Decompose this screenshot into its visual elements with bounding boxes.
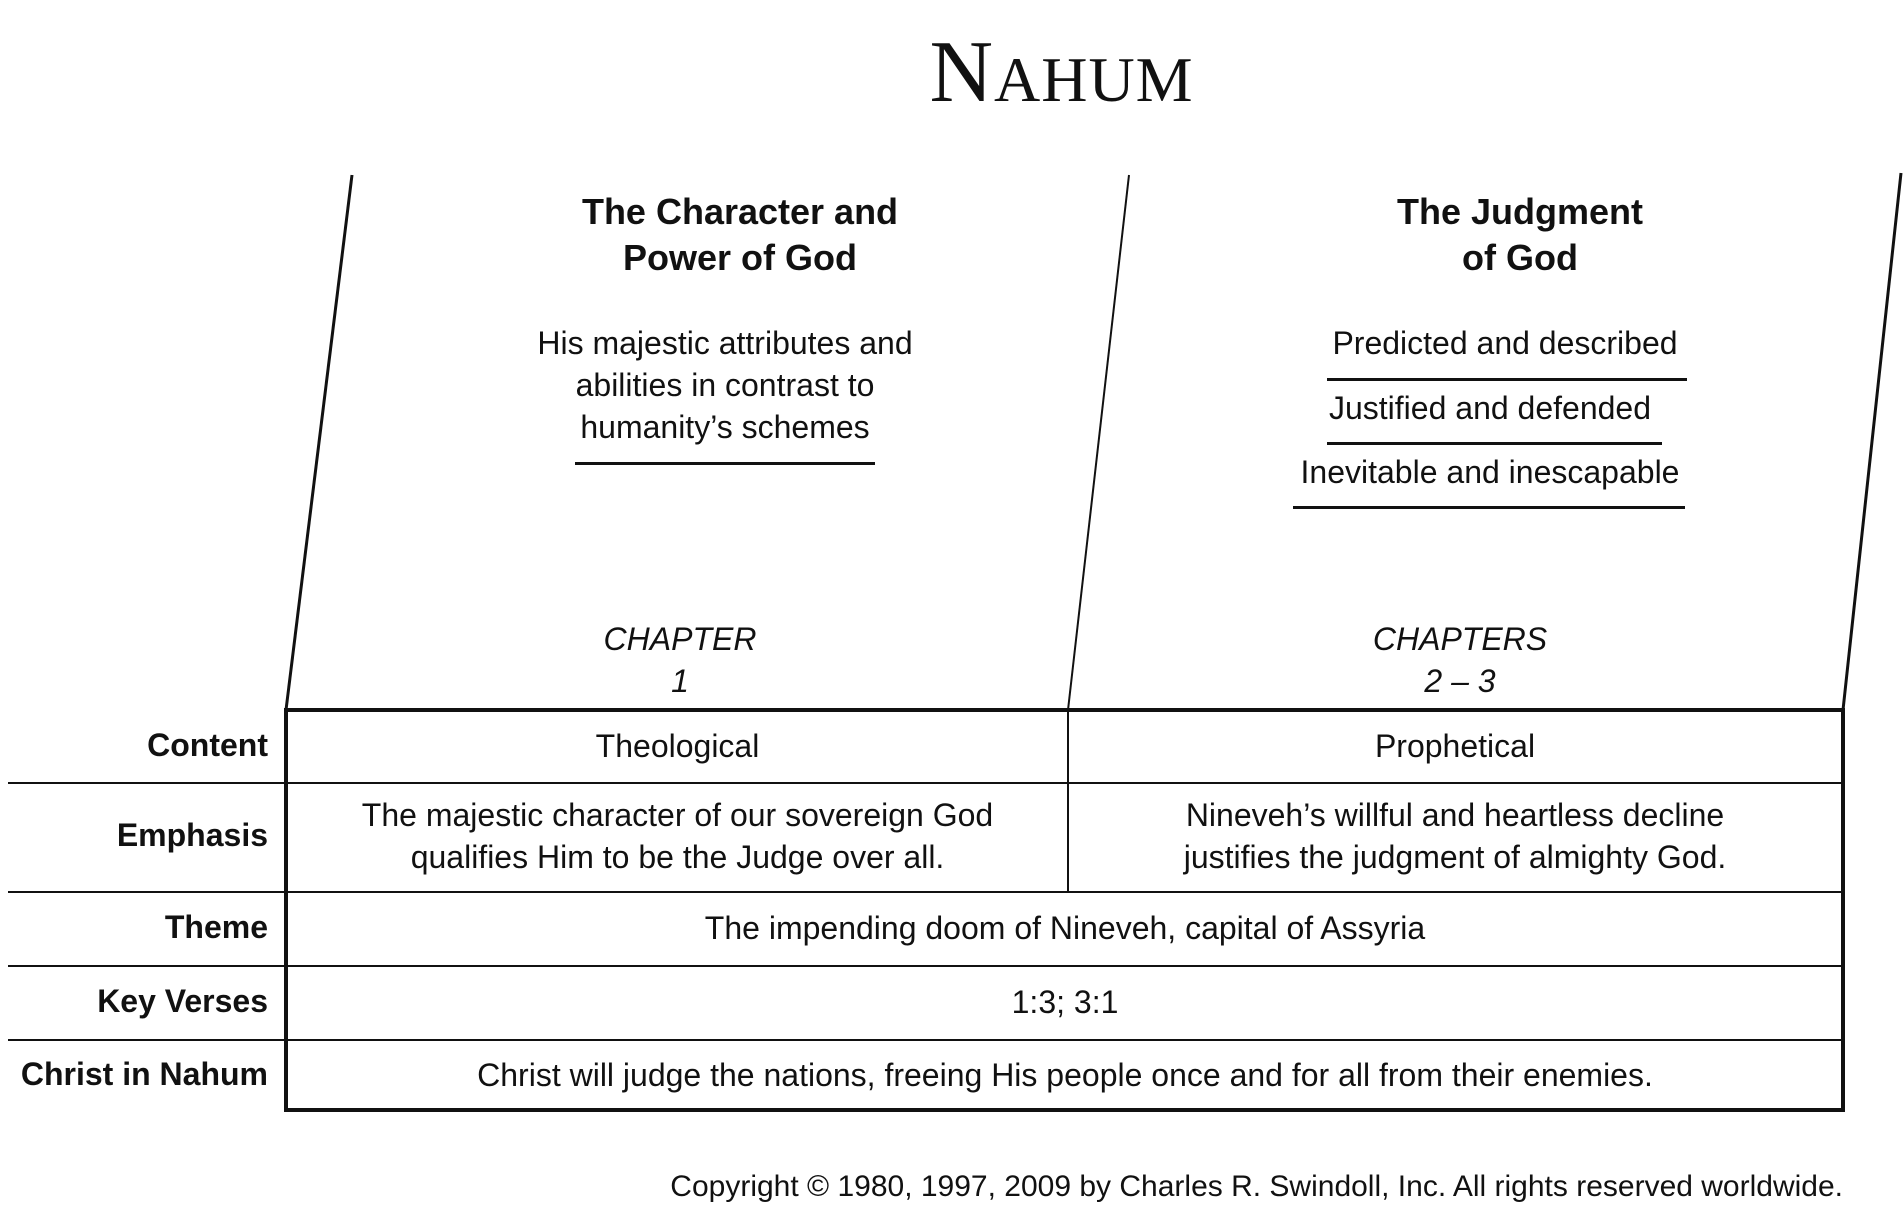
emphasis-left-line: qualifies Him to be the Judge over all. (410, 839, 945, 875)
section-2-subitem: Justified and defended (1328, 390, 1652, 426)
section-2-chapters: CHAPTERS 2 – 3 (1340, 618, 1580, 702)
row-label-christ: Christ in Nahum (20, 1056, 268, 1092)
emphasis-right-line: Nineveh’s willful and heartless decline (1185, 797, 1725, 833)
section-1-heading-line1: The Character and (581, 191, 899, 232)
section-1-description-line: His majestic attributes and (537, 325, 913, 361)
chapter-label: CHAPTERS (1372, 621, 1548, 657)
section-2-heading-line1: The Judgment (1396, 191, 1643, 232)
christ-cell: Christ will judge the nations, freeing H… (477, 1057, 1653, 1093)
chapter-label: CHAPTER (603, 621, 757, 657)
left-slant-line (284, 174, 354, 711)
row-label-emphasis: Emphasis (116, 817, 268, 853)
emphasis-left-cell: The majestic character of our sovereign … (290, 794, 1065, 878)
chapter-range: 1 (671, 663, 689, 699)
section-2-heading: The Judgment of God (1300, 189, 1740, 281)
content-left-cell: Theological (595, 728, 760, 764)
section-2-heading-line2: of God (1462, 237, 1578, 278)
row-label-key-verses: Key Verses (97, 983, 268, 1019)
emphasis-left-line: The majestic character of our sovereign … (361, 797, 994, 833)
section-1-underline (575, 462, 875, 465)
section-1-chapters: CHAPTER 1 (560, 618, 800, 702)
chapter-range: 2 – 3 (1424, 663, 1496, 699)
emphasis-right-cell: Nineveh’s willful and heartless decline … (1070, 794, 1840, 878)
section-2-rule (1293, 506, 1685, 509)
middle-slant-line (1067, 174, 1130, 711)
row-label-theme: Theme (164, 909, 268, 945)
section-1-heading-line2: Power of God (623, 237, 857, 278)
section-2-rule (1327, 378, 1687, 381)
section-1-description-line: abilities in contrast to (575, 367, 875, 403)
page-title: NAHUM (0, 22, 1903, 123)
section-1-heading: The Character and Power of God (520, 189, 960, 281)
emphasis-right-line: justifies the judgment of almighty God. (1183, 839, 1727, 875)
section-1-description-line: humanity’s schemes (580, 409, 870, 445)
title-initial: N (929, 24, 994, 121)
theme-cell: The impending doom of Nineveh, capital o… (704, 910, 1426, 946)
section-2-subitem: Inevitable and inescapable (1300, 454, 1680, 490)
row-label-content: Content (147, 727, 268, 763)
table-border (284, 708, 1845, 1112)
section-2-subitem: Predicted and described (1332, 325, 1678, 361)
title-rest: AHUM (994, 44, 1194, 115)
section-2-rule (1327, 442, 1662, 445)
right-slant-line (1841, 172, 1903, 711)
key-verses-cell: 1:3; 3:1 (1011, 984, 1119, 1020)
copyright-notice: Copyright © 1980, 1997, 2009 by Charles … (670, 1170, 1843, 1203)
section-1-description: His majestic attributes and abilities in… (500, 322, 950, 448)
content-right-cell: Prophetical (1374, 728, 1536, 764)
